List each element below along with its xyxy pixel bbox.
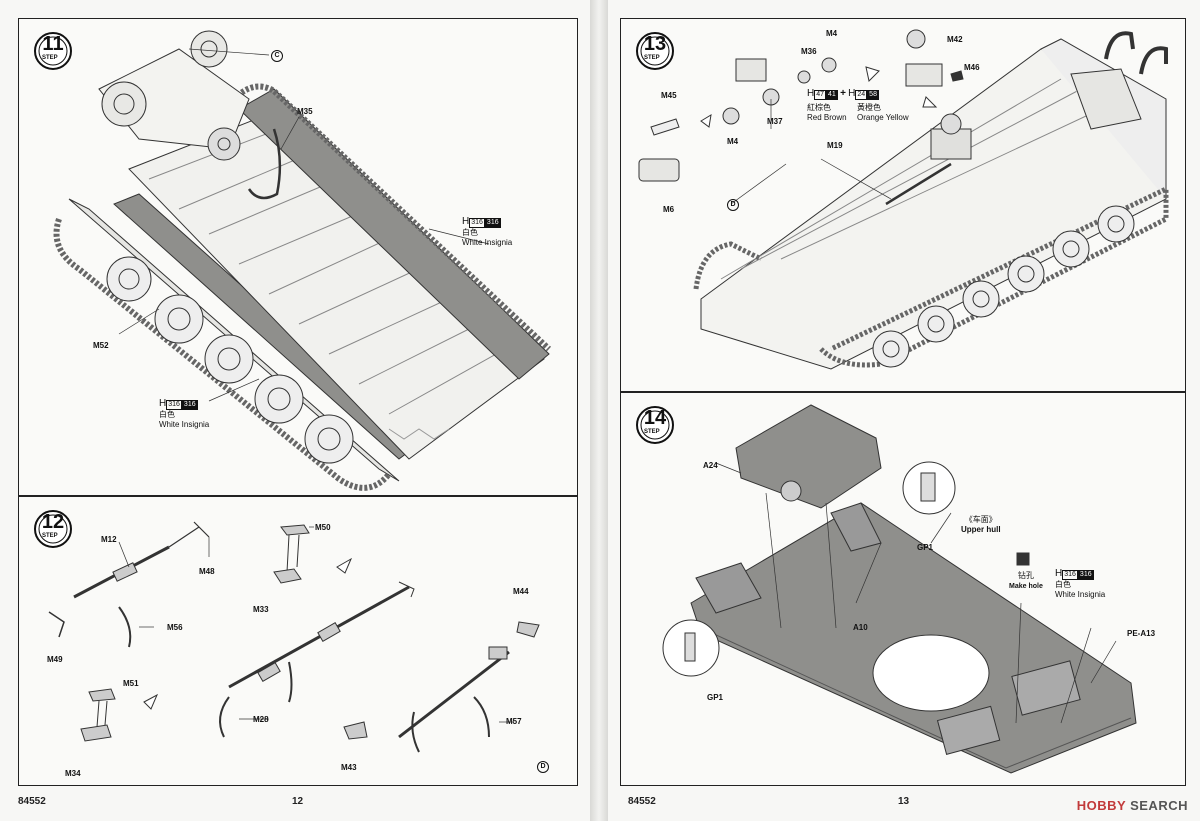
- part-m51: M51: [123, 679, 139, 688]
- step14-illustration: [662, 404, 1137, 774]
- part-m50: M50: [315, 523, 331, 532]
- step13-paint-mix-a-names: 紅棕色 Red Brown: [807, 103, 847, 122]
- part-m28: M28: [253, 715, 269, 724]
- step13-panel: 13 STEP M4 M36 M42 M46 M45 M37 M4 M19 M6…: [620, 18, 1186, 392]
- step12-illustration: [48, 521, 540, 753]
- left-product-code: 84552: [18, 796, 46, 807]
- part-m56: M56: [167, 623, 183, 632]
- step11-step-label: STEP: [42, 55, 58, 61]
- step12-step-label: STEP: [42, 533, 58, 539]
- part-m43: M43: [341, 763, 357, 772]
- part-gp1-left: GP1: [707, 693, 724, 702]
- callout-d-step13: D: [727, 199, 739, 211]
- part-m46: M46: [964, 63, 980, 72]
- right-page-number: 13: [898, 796, 910, 807]
- part-a10: A10: [853, 623, 868, 632]
- page-gutter: [590, 0, 608, 821]
- step13-illustration: [638, 29, 1169, 370]
- step11-badge-icon: [34, 32, 72, 70]
- part-pe-a13: PE-A13: [1127, 629, 1156, 638]
- callout-c: C: [271, 50, 283, 62]
- hobby-search-watermark: HOBBY SEARCH: [1076, 798, 1188, 813]
- part-m48: M48: [199, 567, 215, 576]
- part-m12: M12: [101, 535, 117, 544]
- make-hole-label: 钻孔 Make hole: [1009, 571, 1043, 590]
- part-m35: M35: [297, 107, 313, 116]
- part-m57: M57: [506, 717, 522, 726]
- step11-number: 11: [42, 33, 64, 55]
- upper-hull-label: 《车面》 Upper hull: [961, 515, 1001, 534]
- step13-paint-mix-b-names: 黃橙色 Orange Yellow: [857, 103, 909, 122]
- step14-step-label: STEP: [644, 429, 660, 435]
- part-m4-left: M4: [727, 137, 739, 146]
- part-m6: M6: [663, 205, 675, 214]
- part-m33: M33: [253, 605, 269, 614]
- part-a24: A24: [703, 461, 718, 470]
- step12-badge-icon: [34, 510, 72, 548]
- part-m49: M49: [47, 655, 63, 664]
- part-m42: M42: [947, 35, 963, 44]
- part-gp1-top: GP1: [917, 543, 934, 552]
- part-m36: M36: [801, 47, 817, 56]
- part-m19: M19: [827, 141, 843, 150]
- right-product-code: 84552: [628, 796, 656, 807]
- left-page-number: 12: [292, 796, 304, 807]
- part-m52: M52: [93, 341, 109, 350]
- callout-d-step12: D: [537, 761, 549, 773]
- part-m44: M44: [513, 587, 529, 596]
- step13-number: 13: [643, 33, 667, 55]
- step14-number: 14: [643, 407, 667, 429]
- step13-badge-icon: [636, 32, 674, 70]
- step14-panel: 14 STEP A24 GP1 A10 GP1 PE-A13 《车面》 Uppe…: [620, 392, 1186, 786]
- step12-number: 12: [41, 511, 65, 533]
- step14-badge-icon: [636, 406, 674, 444]
- step11-illustration: [53, 30, 552, 491]
- step12-panel: 12 STEP M12 M48 M50 M33 M56 M49 M44 M51 …: [18, 496, 578, 786]
- part-m34: M34: [65, 769, 81, 778]
- part-m37: M37: [767, 117, 783, 126]
- part-m4-top: M4: [826, 29, 838, 38]
- part-m45: M45: [661, 91, 677, 100]
- step13-step-label: STEP: [644, 55, 660, 61]
